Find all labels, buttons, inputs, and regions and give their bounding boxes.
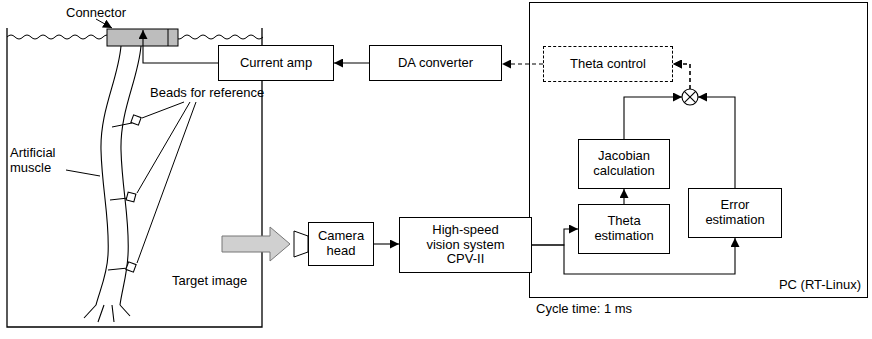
part-label: Target image: [172, 274, 247, 289]
process-box: Jacobian calculation: [578, 139, 670, 189]
signal-arrow: [673, 64, 735, 188]
image-arrow: [222, 227, 290, 261]
signal-arrow: [374, 244, 399, 245]
box-text: Theta estimation: [585, 214, 663, 244]
signal-arrow: [624, 189, 625, 204]
frame-title: PC (RT-Linux): [779, 278, 861, 293]
box-text: DA converter: [398, 56, 473, 71]
leader-line: [66, 19, 196, 263]
control-box: Theta control: [543, 46, 673, 82]
part-label: Artificial muscle: [10, 146, 70, 176]
camera-lens: [294, 231, 308, 257]
box-text: High-speed vision system CPV-II: [414, 223, 517, 268]
part-label: Beads for reference: [150, 86, 264, 101]
pc-frame: PC (RT-Linux) Theta controlJacobian calcu…: [529, 2, 868, 298]
box-text: Jacobian calculation: [585, 149, 663, 179]
box-text: Error estimation: [695, 198, 775, 228]
summing-junction: [682, 89, 698, 105]
box-text: Camera head: [313, 229, 369, 259]
drive-wire: [143, 30, 218, 63]
process-box: Error estimation: [688, 188, 782, 238]
note-label: Cycle time: 1 ms: [536, 302, 632, 317]
box-text: Theta control: [570, 57, 646, 72]
artificial-muscle: [84, 46, 141, 322]
signal-arrow: [502, 64, 543, 65]
reference-bead: [126, 115, 141, 272]
vision-system-box: High-speed vision system CPV-II: [399, 217, 532, 273]
box-text: Current amp: [240, 56, 312, 71]
signal-arrow: [334, 63, 369, 64]
camera-box: Camera head: [308, 222, 374, 266]
process-box: Current amp: [218, 45, 334, 81]
process-box: DA converter: [369, 45, 502, 81]
signal-arrow: [532, 229, 578, 245]
part-label: Connector: [66, 6, 126, 21]
process-box: Theta estimation: [578, 204, 670, 254]
